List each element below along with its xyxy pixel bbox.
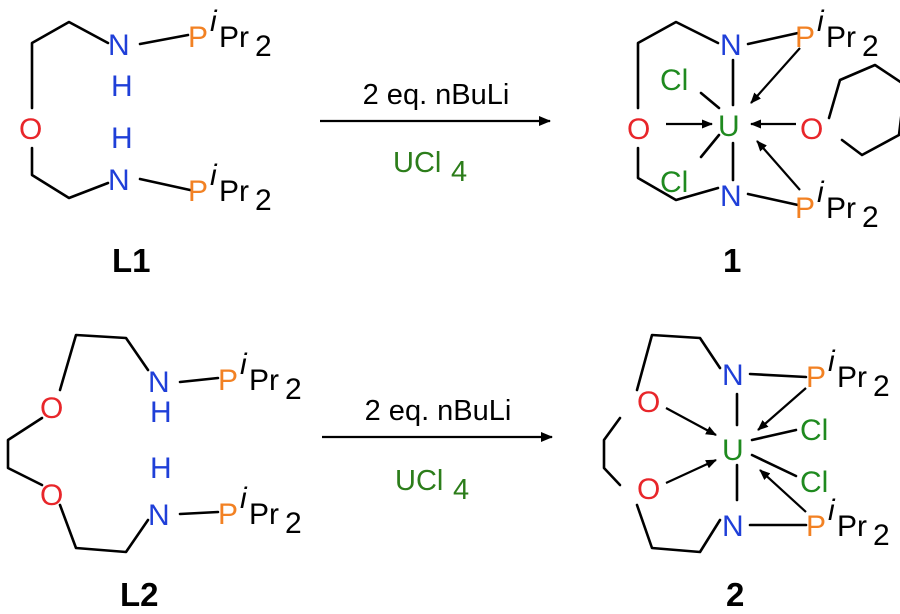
- p1-isopropyl-bottom: Pr: [826, 192, 856, 225]
- l1-phosphine-top: P i Pr 2: [188, 5, 272, 63]
- compound-label-l1: L1: [112, 242, 151, 279]
- l1-oxygen: O: [19, 113, 42, 146]
- p1-subscript-top: 2: [862, 30, 879, 63]
- reagent-below-sub-2: 4: [453, 474, 469, 506]
- reagent-below-sub-1: 4: [451, 156, 467, 188]
- p1-oxygen-thf: O: [800, 113, 823, 146]
- p1-phosphorus-top: P: [795, 21, 815, 54]
- p2-phosphine-top: P i Pr 2: [806, 345, 890, 403]
- p2-nitrogen-top: N: [722, 359, 744, 392]
- p2-chlorine-top: Cl: [800, 414, 828, 447]
- reagent-below-main-1: UCl: [393, 147, 441, 179]
- p1-uranium: U: [718, 110, 740, 143]
- p2-phosphorus-bottom: P: [806, 510, 826, 543]
- p2-iso-label-bottom: i: [828, 494, 836, 527]
- p2-phosphine-bottom: P i Pr 2: [806, 494, 890, 552]
- p2-oxygen-bottom: O: [637, 473, 660, 506]
- p1-subscript-bottom: 2: [862, 201, 879, 234]
- reagent-below-main-2: UCl: [395, 465, 443, 497]
- p1-nitrogen-bottom: N: [720, 180, 742, 213]
- l1-subscript-top: 2: [255, 30, 272, 63]
- l2-nitrogen-top: N: [148, 366, 170, 399]
- l2-oxygen-bottom: O: [40, 479, 63, 512]
- p2-uranium: U: [722, 434, 744, 467]
- p2-chlorine-bottom: Cl: [800, 466, 828, 499]
- l2-hydrogen-top: H: [150, 396, 172, 429]
- reaction-1: N H N H O P i Pr 2 P i Pr 2 L1 2 eq. nBu…: [19, 5, 900, 279]
- l1-phosphorus-top: P: [188, 21, 208, 54]
- p1-oxygen-ether: O: [627, 113, 650, 146]
- l1-subscript-bottom: 2: [255, 184, 272, 217]
- l1-iso-label-bottom: i: [210, 159, 218, 192]
- l1-phosphine-bottom: P i Pr 2: [188, 159, 272, 217]
- p2-iso-label-top: i: [828, 345, 836, 378]
- p2-phosphorus-top: P: [806, 361, 826, 394]
- p1-isopropyl-top: Pr: [826, 21, 856, 54]
- p1-phosphine-bottom: P i Pr 2: [795, 176, 879, 234]
- p1-phosphine-top: P i Pr 2: [795, 5, 879, 63]
- p2-nitrogen-bottom: N: [722, 510, 744, 543]
- l2-phosphine-bottom: P i Pr 2: [218, 482, 302, 540]
- p1-iso-label-bottom: i: [817, 176, 825, 209]
- p1-chlorine-bottom: Cl: [660, 166, 688, 199]
- product-1-structure: U Cl Cl O O N N P i Pr 2 P i Pr 2: [627, 5, 900, 234]
- p2-isopropyl-bottom: Pr: [837, 510, 867, 543]
- l2-isopropyl-top: Pr: [249, 364, 279, 397]
- p1-phosphorus-bottom: P: [795, 192, 815, 225]
- compound-label-l2: L2: [120, 576, 159, 613]
- l2-iso-label-top: i: [240, 348, 248, 381]
- ligand-l2-structure: O O N H N H P i Pr 2 P i Pr 2: [6, 333, 302, 554]
- reagent-above-1: 2 eq. nBuLi: [363, 79, 510, 111]
- l2-iso-label-bottom: i: [240, 482, 248, 515]
- l2-subscript-bottom: 2: [285, 507, 302, 540]
- l1-hydrogen-top: H: [111, 70, 133, 103]
- reagent-below-2: UCl 4: [395, 465, 469, 506]
- p2-subscript-bottom: 2: [873, 519, 890, 552]
- product-2-structure: U Cl Cl O O N N P i Pr 2 P i Pr 2: [602, 333, 890, 554]
- l2-isopropyl-bottom: Pr: [249, 498, 279, 531]
- l1-iso-label-top: i: [210, 5, 218, 38]
- l1-hydrogen-bottom: H: [111, 122, 133, 155]
- l1-phosphorus-bottom: P: [188, 175, 208, 208]
- l2-phosphorus-bottom: P: [218, 498, 238, 531]
- l1-isopropyl-bottom: Pr: [219, 175, 249, 208]
- l2-oxygen-top: O: [40, 392, 63, 425]
- l1-nitrogen-top: N: [108, 29, 130, 62]
- reaction-2: O O N H N H P i Pr 2 P i Pr 2 L2 2 eq. n…: [6, 333, 890, 613]
- reagent-above-2: 2 eq. nBuLi: [365, 395, 512, 427]
- p2-subscript-top: 2: [873, 370, 890, 403]
- compound-label-1: 1: [723, 242, 741, 279]
- p1-nitrogen-top: N: [720, 29, 742, 62]
- p1-iso-label-top: i: [817, 5, 825, 38]
- p2-oxygen-top: O: [637, 386, 660, 419]
- l1-isopropyl-top: Pr: [219, 21, 249, 54]
- l1-nitrogen-bottom: N: [108, 164, 130, 197]
- l2-nitrogen-bottom: N: [148, 499, 170, 532]
- l2-phosphorus-top: P: [218, 364, 238, 397]
- l2-phosphine-top: P i Pr 2: [218, 348, 302, 406]
- ligand-l1-structure: N H N H O P i Pr 2 P i Pr 2: [19, 5, 272, 217]
- l2-subscript-top: 2: [285, 373, 302, 406]
- reagent-below-1: UCl 4: [393, 147, 467, 188]
- p2-isopropyl-top: Pr: [837, 361, 867, 394]
- p1-chlorine-top: Cl: [660, 64, 688, 97]
- compound-label-2: 2: [726, 576, 744, 613]
- l2-hydrogen-bottom: H: [150, 452, 172, 485]
